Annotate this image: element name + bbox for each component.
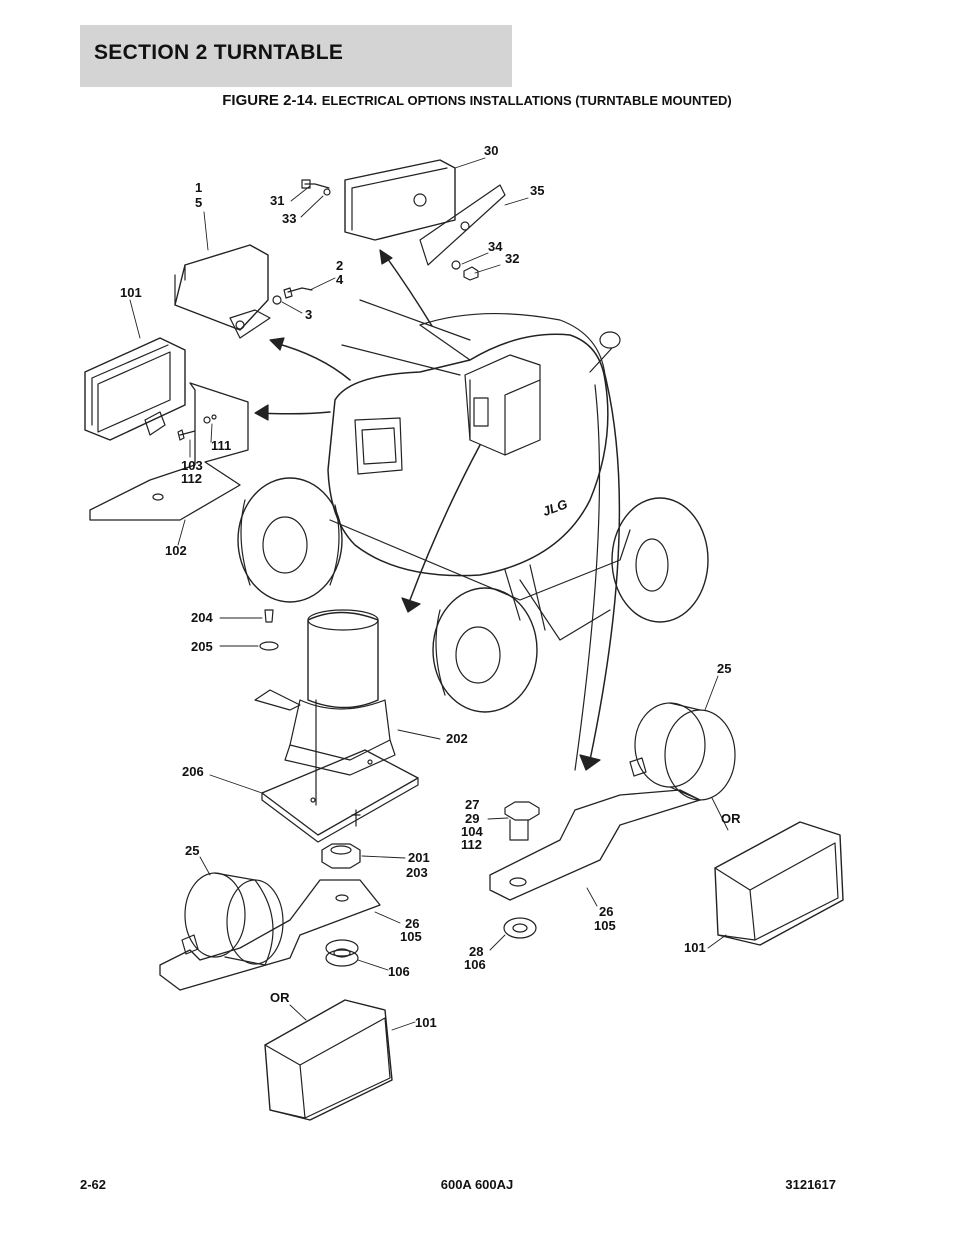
beacon-assembly — [254, 609, 419, 843]
callout-33: 33 — [282, 211, 296, 226]
figure-number: FIGURE 2-14. — [222, 92, 318, 109]
callout-205: 205 — [191, 639, 213, 654]
callout-25-left: 25 — [185, 843, 199, 858]
callout-34: 34 — [488, 239, 503, 254]
work-light-left — [84, 337, 249, 521]
callout-3: 3 — [305, 307, 312, 322]
callout-104: 104 — [461, 824, 483, 839]
bracket-assembly-left-bottom — [159, 872, 381, 991]
callout-35: 35 — [530, 183, 544, 198]
callout-112-b: 112 — [461, 837, 482, 852]
figure-caption: FIGURE 2-14. ELECTRICAL OPTIONS INSTALLA… — [0, 92, 954, 110]
callout-105-left: 105 — [400, 929, 422, 944]
footer-page-number: 2-62 — [80, 1177, 107, 1192]
callout-30: 30 — [484, 143, 498, 158]
figure-title: ELECTRICAL OPTIONS INSTALLATIONS (TURNTA… — [321, 93, 732, 108]
callout-105-right: 105 — [594, 918, 616, 933]
svg-text:JLG: JLG — [541, 496, 570, 519]
or-label-left: OR — [270, 990, 290, 1005]
leader-lines — [129, 157, 729, 1031]
callout-5: 5 — [195, 195, 202, 210]
callout-26-left: 26 — [405, 916, 419, 931]
callout-32: 32 — [505, 251, 519, 266]
callout-31: 31 — [270, 193, 284, 208]
work-light-left-bottom — [264, 999, 393, 1121]
or-label-right: OR — [721, 811, 741, 826]
callout-1: 1 — [195, 180, 202, 195]
callout-4: 4 — [336, 272, 344, 287]
callout-28: 28 — [469, 944, 483, 959]
callout-101-bottom: 101 — [415, 1015, 437, 1030]
callout-111: 111 — [211, 438, 231, 453]
callout-204: 204 — [191, 610, 213, 625]
callout-206: 206 — [182, 764, 204, 779]
callout-106-right: 106 — [464, 957, 486, 972]
hex-nut — [321, 843, 361, 869]
light-bracket-top-left — [174, 244, 313, 339]
callout-29: 29 — [465, 811, 479, 826]
callout-labels: 1 5 30 31 33 35 34 32 2 4 3 101 111 103 … — [120, 143, 741, 1030]
section-banner: SECTION 2 TURNTABLE — [80, 25, 512, 87]
section-title: SECTION 2 TURNTABLE — [94, 41, 344, 64]
bracket-assembly-right — [489, 702, 736, 939]
callout-112-a: 112 — [181, 471, 202, 486]
callout-201: 201 — [408, 850, 430, 865]
turntable-machine-drawing: JLG — [237, 249, 709, 771]
work-light-right — [714, 821, 844, 946]
callout-202: 202 — [446, 731, 468, 746]
work-light-top-right — [301, 159, 506, 281]
callout-27: 27 — [465, 797, 479, 812]
footer-model: 600A 600AJ — [440, 1177, 514, 1192]
footer-doc-number: 3121617 — [785, 1177, 836, 1192]
callout-102: 102 — [165, 543, 187, 558]
callout-203: 203 — [406, 865, 428, 880]
callout-25-right: 25 — [717, 661, 731, 676]
callout-2: 2 — [336, 258, 343, 273]
callout-103: 103 — [181, 458, 203, 473]
callout-101-right: 101 — [684, 940, 706, 955]
callout-101-a: 101 — [120, 285, 142, 300]
callout-106-left: 106 — [388, 964, 410, 979]
callout-26-right: 26 — [599, 904, 613, 919]
